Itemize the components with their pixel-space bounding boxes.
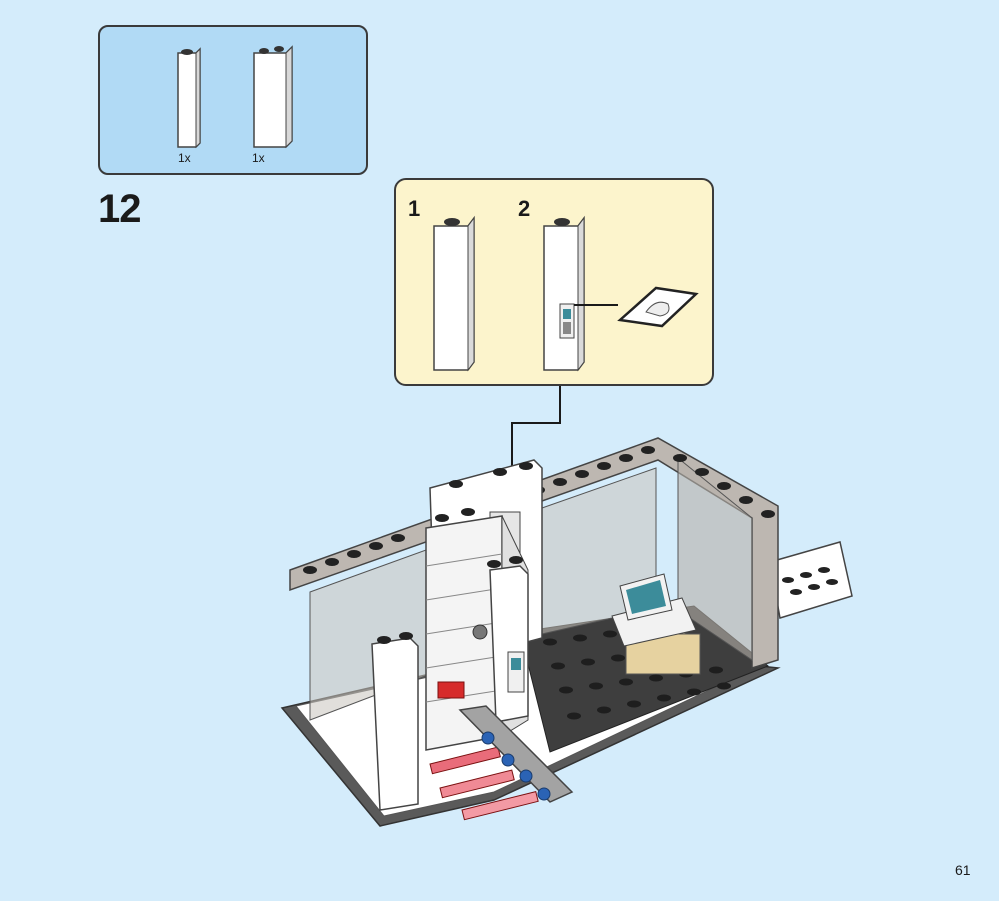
- substep-number-1: 1: [408, 196, 421, 221]
- part-qty-2: 1x: [252, 151, 265, 165]
- page-number: 61: [955, 862, 971, 878]
- keypad-sticker-icon: [617, 286, 699, 328]
- parts-list-box: 1x 1x: [98, 25, 368, 175]
- step-number: 12: [98, 187, 141, 231]
- substep-box: 1 2: [394, 178, 714, 386]
- part-qty-1: 1x: [178, 151, 191, 165]
- substep-number-2: 2: [518, 196, 531, 221]
- brick-1x1x5-icon: [177, 47, 201, 149]
- white-column-brick-icon: [433, 215, 475, 372]
- model-illustration: [280, 437, 853, 827]
- sticker-pointer-line: [574, 304, 618, 306]
- brick-1x2x5-icon: [253, 45, 293, 149]
- white-column-with-keypad-icon: [543, 215, 585, 372]
